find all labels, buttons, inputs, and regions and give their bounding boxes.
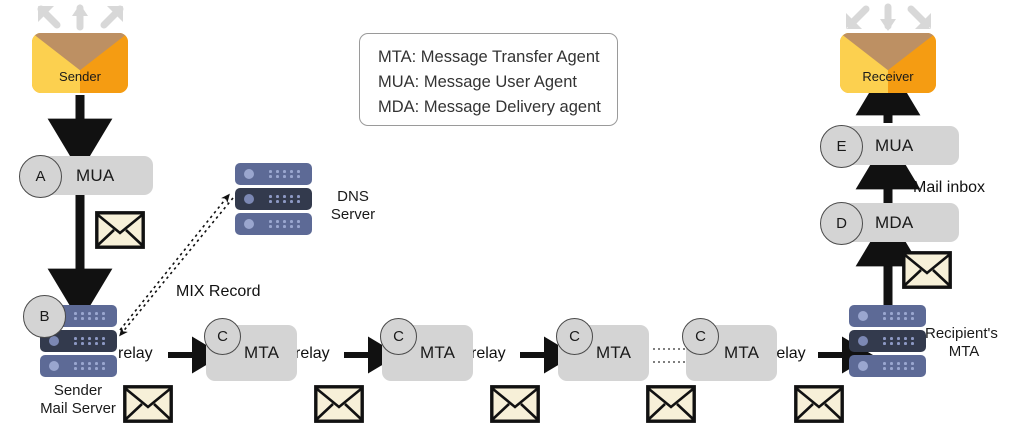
rack-vent-icon bbox=[74, 311, 108, 321]
relay-label-2: relay bbox=[295, 345, 330, 362]
rack-vent-icon bbox=[883, 311, 917, 321]
rack-led-icon bbox=[858, 361, 868, 371]
sender-mail-server-caption-l1: Sender bbox=[53, 382, 103, 399]
recipient-mta-caption: Recipient's MTA bbox=[925, 325, 1015, 361]
step-badge-c-2: C bbox=[380, 318, 417, 355]
mta-label-4: MTA bbox=[724, 343, 760, 362]
mini-envelope-mta-4 bbox=[794, 385, 844, 423]
dns-caption-l1: DNS bbox=[337, 188, 369, 205]
mini-envelope-recipient bbox=[902, 251, 952, 289]
rack-unit-bottom bbox=[40, 355, 117, 377]
rack-unit-top bbox=[235, 163, 312, 185]
recipient-mta-rack bbox=[849, 305, 926, 380]
step-badge-d: D bbox=[820, 202, 863, 245]
step-badge-c-3: C bbox=[556, 318, 593, 355]
rack-led-icon bbox=[244, 169, 254, 179]
rack-led-icon bbox=[49, 361, 59, 371]
receiver-arrowheads bbox=[846, 13, 931, 31]
recipient-mua-label: MUA bbox=[875, 135, 914, 155]
rack-unit-bottom bbox=[849, 355, 926, 377]
legend-line-mda: MDA: Message Delivery agent bbox=[378, 98, 601, 116]
mta-label-1: MTA bbox=[244, 343, 280, 362]
rack-vent-icon bbox=[269, 194, 303, 204]
acronym-legend: MTA: Message Transfer Agent MUA: Message… bbox=[359, 33, 618, 126]
step-badge-c-1: C bbox=[204, 318, 241, 355]
dotted-link-mta3-mta4 bbox=[653, 348, 689, 363]
mta-label-2: MTA bbox=[420, 343, 456, 362]
rack-unit-middle bbox=[849, 330, 926, 352]
relay-label-1: relay bbox=[118, 345, 153, 362]
receiver-envelope: Receiver bbox=[840, 33, 936, 93]
relay-label-3: relay bbox=[471, 345, 506, 362]
rack-led-icon bbox=[244, 219, 254, 229]
recipient-mta-caption-l1: Recipient's bbox=[925, 325, 998, 342]
rack-vent-icon bbox=[269, 219, 303, 229]
mini-envelope-mta-3 bbox=[646, 385, 696, 423]
rack-vent-icon bbox=[269, 169, 303, 179]
recipient-mda-label: MDA bbox=[875, 212, 914, 232]
rack-unit-middle bbox=[235, 188, 312, 210]
rack-unit-top bbox=[849, 305, 926, 327]
receiver-envelope-label: Receiver bbox=[862, 69, 914, 84]
dns-server-rack bbox=[235, 163, 312, 238]
step-badge-c-4: C bbox=[682, 318, 719, 355]
step-badge-e: E bbox=[820, 125, 863, 168]
mta-label-3: MTA bbox=[596, 343, 632, 362]
step-badge-b: B bbox=[23, 295, 66, 338]
mini-envelope-mailserver bbox=[123, 385, 173, 423]
rack-led-icon bbox=[858, 311, 868, 321]
sender-mail-server-caption-l2: Mail Server bbox=[40, 400, 116, 417]
step-badge-a: A bbox=[19, 155, 62, 198]
rack-vent-icon bbox=[74, 361, 108, 371]
sender-outbound-arrows bbox=[37, 4, 124, 31]
legend-line-mua: MUA: Message User Agent bbox=[378, 73, 577, 91]
rack-unit-bottom bbox=[235, 213, 312, 235]
rack-led-icon bbox=[858, 336, 868, 346]
rack-vent-icon bbox=[74, 336, 108, 346]
rack-led-icon bbox=[49, 336, 59, 346]
mini-envelope-sender-mua bbox=[95, 211, 145, 249]
mix-record-label: MIX Record bbox=[176, 283, 261, 300]
sender-envelope: Sender bbox=[32, 33, 128, 93]
mail-inbox-label: Mail inbox bbox=[913, 179, 986, 196]
rack-unit-middle bbox=[40, 330, 117, 352]
sender-arrowheads bbox=[38, 4, 123, 22]
mini-envelope-mta-2 bbox=[490, 385, 540, 423]
mini-envelope-mta-1 bbox=[314, 385, 364, 423]
sender-mail-server-caption: Sender Mail Server bbox=[10, 382, 146, 418]
receiver-inbound-arrows bbox=[846, 3, 931, 30]
recipient-mta-caption-l2: MTA bbox=[948, 343, 980, 360]
rack-vent-icon bbox=[883, 336, 917, 346]
sender-envelope-label: Sender bbox=[59, 69, 101, 84]
relay-label-4: relay bbox=[771, 345, 806, 362]
rack-led-icon bbox=[244, 194, 254, 204]
legend-line-mta: MTA: Message Transfer Agent bbox=[378, 48, 600, 66]
dns-server-caption: DNS Server bbox=[318, 188, 388, 224]
sender-mua-label: MUA bbox=[76, 165, 115, 185]
rack-vent-icon bbox=[883, 361, 917, 371]
dns-caption-l2: Server bbox=[330, 206, 376, 223]
